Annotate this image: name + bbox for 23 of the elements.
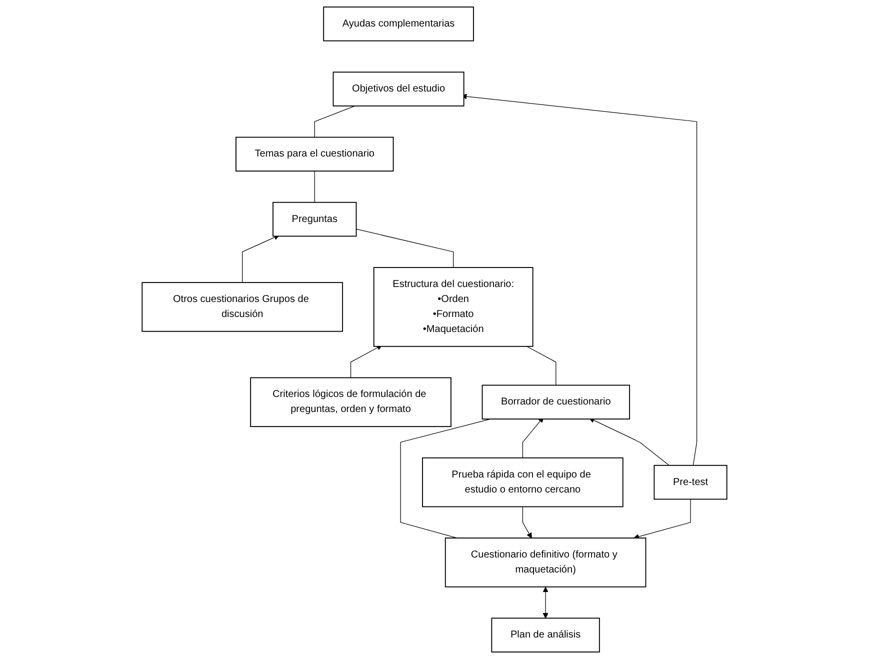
connector [314, 170, 315, 203]
arrow [522, 417, 544, 458]
node-box: Preguntas [272, 202, 357, 237]
arrow [522, 506, 532, 538]
node-box: Temas para el cuestionario [236, 136, 394, 172]
arrow [634, 498, 691, 540]
connector [314, 106, 356, 138]
arrow [350, 345, 382, 378]
arrow [542, 586, 548, 618]
node-box: Pre-test [654, 464, 728, 500]
node-box: Ayudas complementarias [323, 6, 474, 42]
node-box: Plan de análisis [491, 618, 600, 652]
node-box: Cuestionario definitivo (formato y maquetación) [444, 538, 646, 588]
node-box: Objetivos del estudio [332, 72, 464, 106]
connector [356, 228, 454, 268]
node-box: Estructura del cuestionario: •Orden •Formato •Maquetación [373, 267, 534, 347]
connector [400, 418, 491, 538]
arrow [242, 234, 280, 283]
node-box: Criterios lógicos de formulación de preguntas, orden y formato [250, 377, 452, 428]
arrow [589, 418, 670, 466]
node-box: Otros cuestionarios Grupos de discusión [142, 282, 343, 332]
node-box: Prueba rápida con el equipo de estudio o entorno cercano [422, 457, 624, 508]
node-box: Borrador de cuestionario [482, 384, 630, 420]
